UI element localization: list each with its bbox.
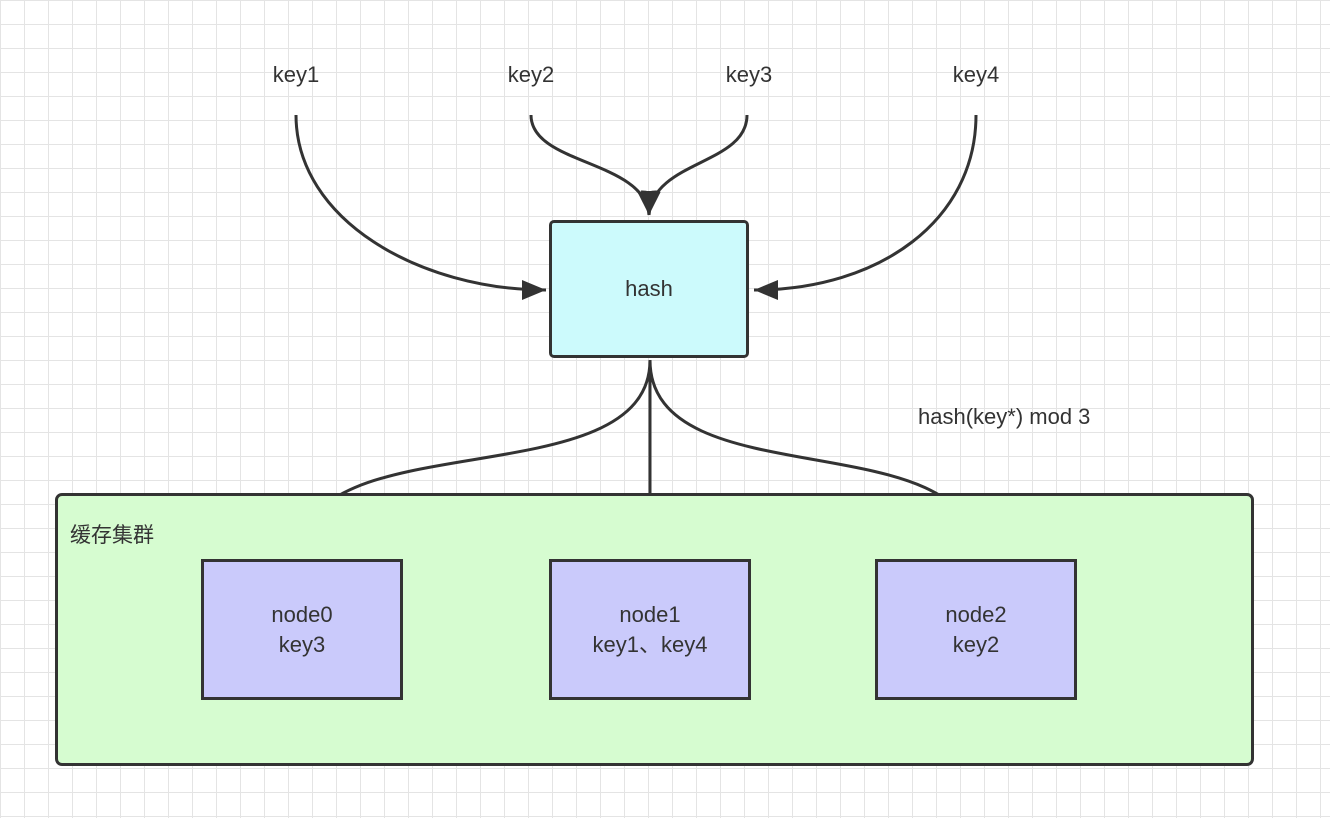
node-name: node1 <box>619 601 681 627</box>
node-keys: key1、key4 <box>592 631 708 657</box>
key-label-4: key4 <box>952 62 1000 87</box>
edge-key1-hash <box>294 114 547 300</box>
cluster-label: 缓存集群 <box>70 523 154 547</box>
node-box-1: node1 key1、key4 <box>549 559 751 700</box>
hash-label: hash <box>625 276 673 301</box>
key-label-2: key2 <box>507 62 555 87</box>
node-name: node2 <box>945 601 1007 627</box>
edge-key4-hash <box>753 114 978 300</box>
node-box-0: node0 key3 <box>201 559 403 700</box>
mod-annotation: hash(key*) mod 3 <box>918 404 1091 429</box>
key-label-1: key1 <box>272 62 320 87</box>
edge-key2-hash <box>529 114 658 216</box>
hash-node: hash <box>549 220 749 358</box>
node-keys: key3 <box>278 631 326 657</box>
key-label-3: key3 <box>725 62 773 87</box>
node-name: node0 <box>271 601 333 627</box>
edge-key3-hash <box>640 114 749 216</box>
node-box-2: node2 key2 <box>875 559 1077 700</box>
node-keys: key2 <box>952 631 1000 657</box>
